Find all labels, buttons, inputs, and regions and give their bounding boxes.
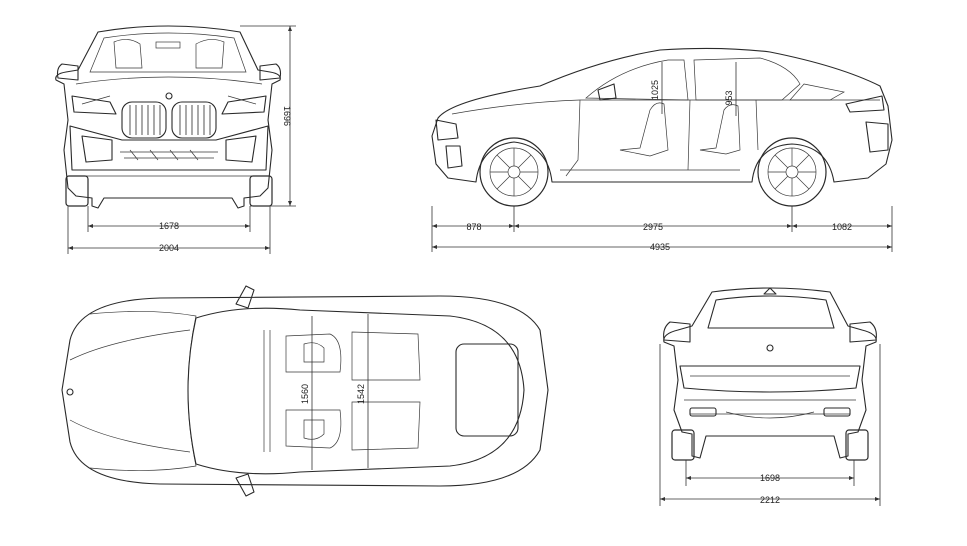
dim-height: 1696 (282, 106, 292, 126)
dimension-arrowheads (68, 26, 892, 501)
dim-front-overhang: 878 (466, 222, 481, 232)
front-view (55, 25, 296, 254)
dim-front-track: 1678 (159, 221, 179, 231)
dim-wheelbase: 2975 (643, 222, 663, 232)
dim-front-headroom: 1025 (650, 80, 660, 100)
dim-rear-headroom: 953 (724, 90, 734, 105)
side-view (431, 47, 893, 252)
dim-front-width: 2004 (159, 243, 179, 253)
dim-rear-shoulder-width: 1542 (356, 384, 366, 404)
top-view (61, 285, 549, 497)
rear-view (659, 287, 881, 506)
dim-front-shoulder-width: 1560 (300, 384, 310, 404)
dim-rear-overhang: 1082 (832, 222, 852, 232)
dim-width-with-mirrors: 2212 (760, 495, 780, 505)
dim-rear-track: 1698 (760, 473, 780, 483)
dim-length: 4935 (650, 242, 670, 252)
